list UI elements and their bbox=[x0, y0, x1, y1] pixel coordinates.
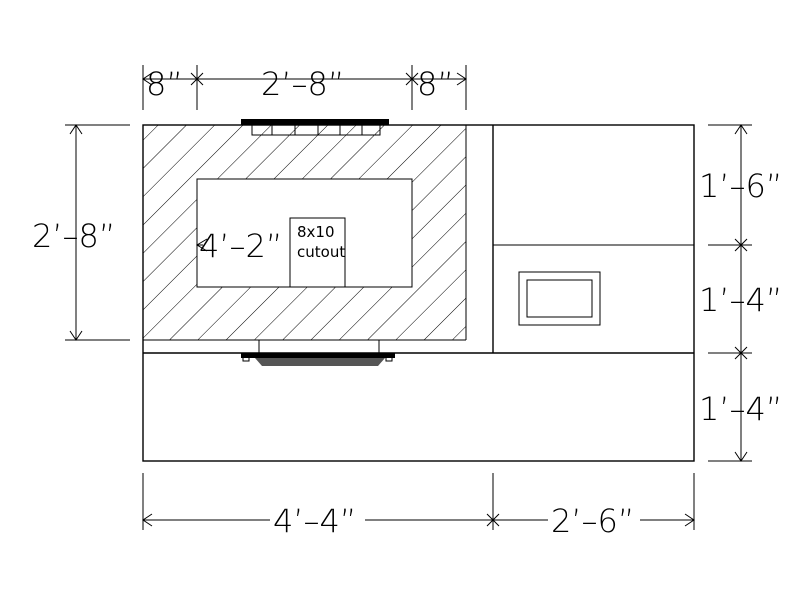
right-top-dimension: 1’–6” bbox=[699, 167, 782, 205]
right-bottom-dimension: 1’–4” bbox=[699, 390, 782, 428]
cutout-box bbox=[289, 217, 346, 288]
inner-width-dimension-line bbox=[196, 238, 208, 252]
left-dimension-line bbox=[65, 124, 130, 341]
top-fixture-icon bbox=[241, 119, 389, 136]
cutout-label-line2: cutout bbox=[297, 243, 345, 261]
top-middle-dimension: 2’–8” bbox=[261, 65, 344, 103]
right-dimension-line bbox=[708, 124, 752, 462]
top-right-dimension: 8” bbox=[417, 65, 454, 103]
cutout-label-line1: 8x10 bbox=[297, 223, 335, 241]
bottom-left-dimension: 4’–4” bbox=[273, 502, 356, 540]
top-dimension-line bbox=[142, 65, 467, 110]
right-middle-dimension: 1’–4” bbox=[699, 281, 782, 319]
top-left-dimension: 8” bbox=[146, 65, 183, 103]
window-icon bbox=[518, 271, 601, 326]
left-height-dimension: 2’–8” bbox=[32, 217, 115, 255]
bottom-right-dimension: 2’–6” bbox=[551, 502, 634, 540]
inner-width-dimension: 4’–2” bbox=[199, 227, 282, 265]
bottom-fixture-icon bbox=[241, 339, 395, 366]
